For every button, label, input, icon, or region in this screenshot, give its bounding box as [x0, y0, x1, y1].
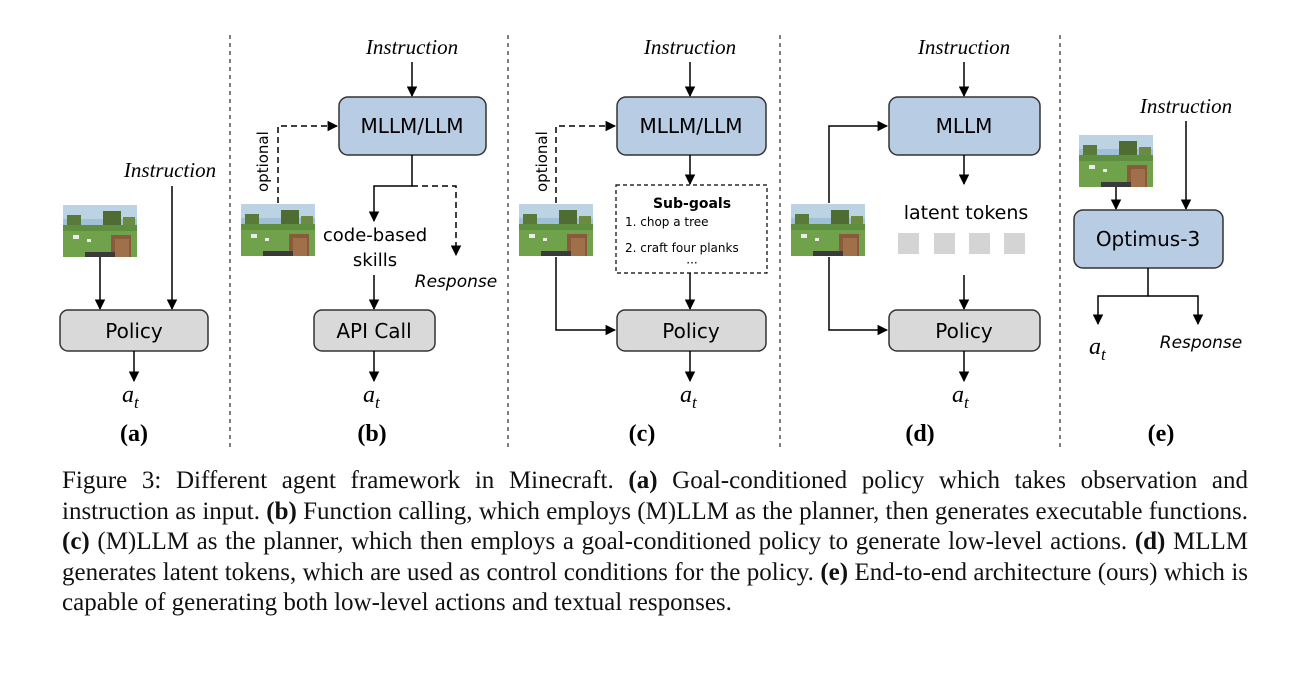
- latent-token: [934, 233, 955, 254]
- panel-c-subgoal-more: ···: [686, 256, 697, 270]
- panel-c-subgoal-2: 2. craft four planks: [625, 241, 739, 255]
- caption-e-label: (e): [820, 558, 849, 586]
- panel-c-minecraft-image: [519, 204, 593, 256]
- panel-b-llm-label: MLLM/LLM: [360, 114, 463, 138]
- panel-c-output: at: [680, 382, 698, 412]
- panel-b-api-label: API Call: [336, 319, 411, 343]
- panel-c-label: (c): [629, 421, 656, 447]
- panel-d-mllm-label: MLLM: [936, 114, 993, 138]
- panel-a-output: at: [122, 382, 140, 412]
- figure-diagram: Instruction Policy at (a) Instruction ML…: [59, 35, 1242, 450]
- panel-d: Instruction MLLM latent tokens Policy at…: [791, 35, 1041, 447]
- panel-b-output: at: [363, 382, 381, 412]
- panel-a-minecraft-image: [63, 205, 137, 257]
- panel-c: Instruction MLLM/LLM optional Sub-goals …: [519, 35, 768, 447]
- panel-c-instruction: Instruction: [643, 35, 736, 59]
- panel-c-llm-label: MLLM/LLM: [639, 114, 742, 138]
- caption-e-text: End-to-end architecture (ours) which is …: [62, 558, 1248, 617]
- caption-d-text: MLLM generates latent tokens, which are …: [62, 528, 1249, 586]
- panel-d-latent-label: latent tokens: [904, 202, 1029, 224]
- panel-e-optimus-label: Optimus-3: [1096, 227, 1200, 251]
- panel-c-llm-box: [616, 96, 767, 156]
- panel-c-policy-label: Policy: [662, 319, 720, 343]
- caption-prefix: Figure 3: Different agent framework in M…: [62, 467, 629, 494]
- panel-a: Instruction Policy at (a): [59, 158, 216, 447]
- panel-e-response: Response: [1160, 333, 1242, 353]
- panel-b-instruction: Instruction: [365, 35, 458, 59]
- panel-a-instruction: Instruction: [123, 158, 216, 182]
- panel-b: Instruction MLLM/LLM optional code-based…: [241, 35, 497, 447]
- figure-caption: Figure 3: Different agent framework in M…: [62, 466, 1248, 619]
- panel-a-label: (a): [120, 421, 148, 447]
- panel-a-policy-label: Policy: [105, 319, 163, 343]
- panel-c-subgoal-1: 1. chop a tree: [625, 215, 709, 229]
- caption-a-text: Goal-conditioned policy which takes obse…: [62, 467, 1248, 525]
- caption-b-text: Function calling, which employs (M)LLM a…: [296, 497, 1248, 525]
- panel-e-output: at: [1089, 334, 1107, 364]
- panel-d-minecraft-image: [791, 204, 865, 256]
- panel-d-policy-label: Policy: [935, 319, 993, 343]
- panel-b-label: (b): [357, 421, 386, 447]
- panel-e-instruction: Instruction: [1139, 94, 1232, 118]
- panel-d-instruction: Instruction: [917, 35, 1010, 59]
- caption-c-text: (M)LLM as the planner, which then employ…: [89, 528, 1135, 555]
- panel-c-subgoals-box: [615, 184, 768, 274]
- caption-a-label: (a): [628, 467, 658, 494]
- panel-e-label: (e): [1148, 421, 1175, 447]
- panel-b-response: Response: [415, 272, 497, 292]
- panel-b-skills-line1: code-based: [323, 225, 427, 246]
- caption-b-label: (b): [266, 497, 297, 525]
- panel-b-skills-line2: skills: [353, 250, 397, 271]
- latent-token: [1004, 233, 1025, 254]
- panel-e-minecraft-image: [1079, 135, 1153, 187]
- panel-d-output: at: [952, 382, 970, 412]
- panel-d-label: (d): [905, 421, 934, 447]
- panel-c-optional: optional: [533, 131, 551, 192]
- panel-e: Instruction Optimus-3 at Response (e): [1073, 94, 1242, 447]
- caption-d-label: (d): [1134, 528, 1166, 555]
- latent-token: [898, 233, 919, 254]
- latent-token: [969, 233, 990, 254]
- caption-c-label: (c): [62, 528, 90, 555]
- panel-c-policy-box: [616, 309, 767, 352]
- panel-c-subgoals-title: Sub-goals: [653, 196, 731, 212]
- panel-b-optional: optional: [254, 131, 272, 192]
- panel-b-minecraft-image: [241, 204, 315, 256]
